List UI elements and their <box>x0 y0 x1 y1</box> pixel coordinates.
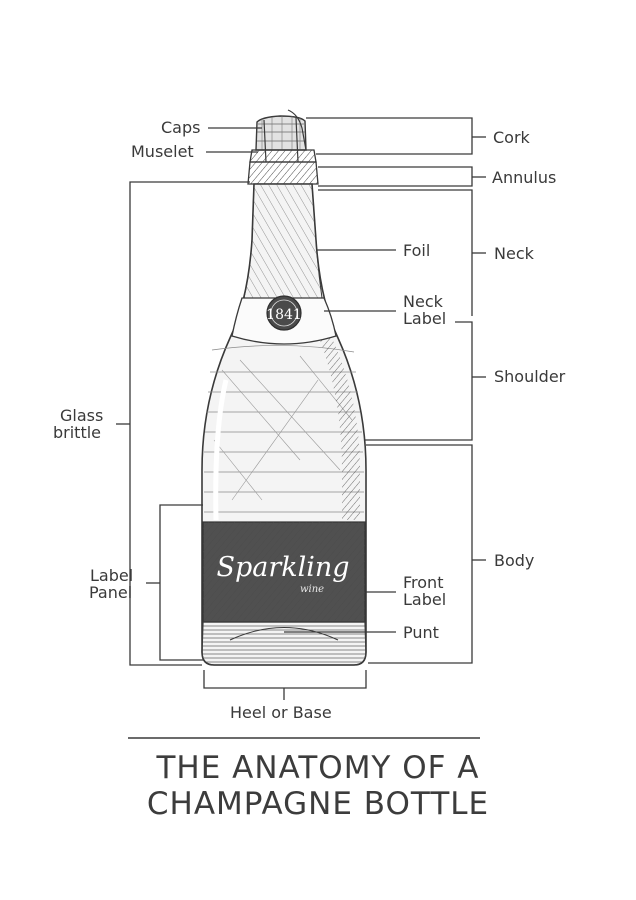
brand-script: Sparkling <box>216 552 349 583</box>
label-cork: Cork <box>493 128 530 147</box>
label-neck: Neck <box>494 244 534 263</box>
label-punt: Punt <box>403 623 439 642</box>
label-heel: Heel or Base <box>230 703 332 722</box>
title-line-2: CHAMPAGNE BOTTLE <box>146 786 490 822</box>
annulus-ring <box>247 161 319 185</box>
neck-badge-text: 1841 <box>266 307 302 323</box>
cork-top <box>255 109 307 151</box>
label-front-label-2: Label <box>403 590 447 609</box>
label-glass-1: Glass <box>60 406 104 425</box>
label-muselet: Muselet <box>131 142 194 161</box>
label-front-label-1: Front <box>403 573 444 592</box>
muselet-wire <box>249 117 317 163</box>
foil <box>243 183 323 299</box>
label-body: Body <box>494 551 535 570</box>
bottle: 1841 Sparkling wine <box>201 109 367 666</box>
annotation-lines <box>116 117 486 739</box>
label-neck-label-2: Label <box>403 309 447 328</box>
label-shoulder: Shoulder <box>494 367 566 386</box>
brand-sub: wine <box>300 584 324 595</box>
label-foil: Foil <box>403 241 431 260</box>
title-line-1: THE ANATOMY OF A <box>156 750 480 786</box>
label-label-panel-2: Panel <box>89 583 133 602</box>
label-neck-label-1: Neck <box>403 292 443 311</box>
neck-badge <box>266 295 302 331</box>
front-label: Sparkling wine <box>202 521 366 623</box>
neck-label: 1841 <box>231 295 337 345</box>
label-label-panel-1: Label <box>90 566 134 585</box>
label-caps: Caps <box>161 118 201 137</box>
label-glass-2: brittle <box>53 423 102 442</box>
label-annulus: Annulus <box>492 168 557 187</box>
